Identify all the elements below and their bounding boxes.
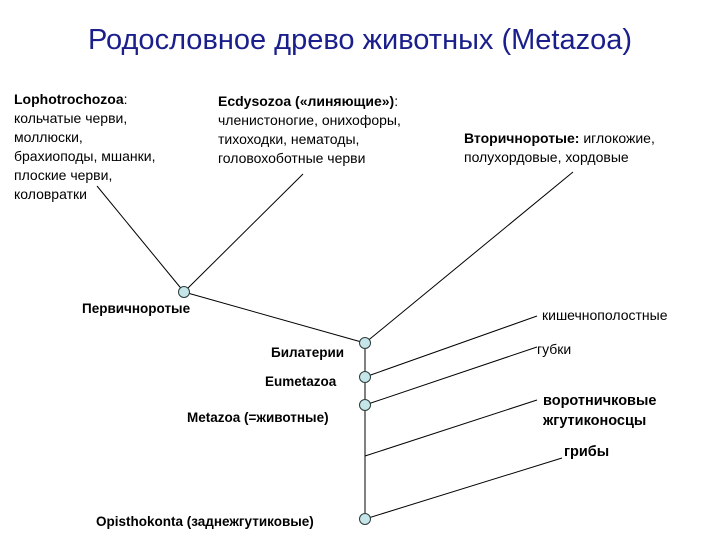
tip-label-choanoflagellates-line: жгутиконосцы [543,413,647,429]
group-lophotrochozoa-sep: : [123,91,128,107]
node-bilateria [359,337,371,349]
group-ecdysozoa-line: тихоходки, нематоды, [218,131,360,147]
branch-sponges [364,346,538,406]
group-deuterostomia-first-line: иглокожие, [579,130,655,146]
group-lophotrochozoa-line: коловратки [14,186,87,202]
branch-protostomia [183,291,366,344]
group-ecdysozoa-line: членистоногие, онихофоры, [218,112,401,128]
node-eumetazoa [359,371,371,383]
node-opisthokonta [359,513,371,525]
node-metazoa [359,399,371,411]
node-label-opisthokonta: Opisthokonta (заднежгутиковые) [96,514,314,529]
tip-label-choanoflagellates: воротничковые жгутиконосцы [543,391,656,431]
group-lophotrochozoa: Lophotrochozoa: кольчатые черви, моллюск… [14,90,155,204]
group-deuterostomia-line: полухордовые, хордовые [464,149,629,165]
node-label-bilateria: Билатерии [271,345,345,360]
tip-label-cnidaria: кишечнополостные [542,307,668,323]
node-label-eumetazoa: Eumetazoa [265,374,337,389]
branch-lophotrochozoa [96,185,185,293]
tip-label-sponges: губки [537,341,572,357]
tip-label-fungi: грибы [564,444,610,460]
branch-ecdysozoa [183,173,304,293]
tip-label-choanoflagellates-line: воротничковые [543,393,657,409]
group-ecdysozoa-sep: : [394,93,399,109]
group-lophotrochozoa-line: моллюски, [14,129,83,145]
group-lophotrochozoa-name: Lophotrochozoa [14,91,124,107]
branch-fungi [364,457,563,520]
node-label-metazoa: Metazoa (=животные) [187,410,329,425]
branch-cnidaria [364,315,538,378]
group-lophotrochozoa-line: брахиоподы, мшанки, [14,148,156,164]
group-lophotrochozoa-line: кольчатые черви, [14,110,128,126]
group-ecdysozoa: Ecdysozoa («линяющие»): членистоногие, о… [218,92,401,168]
group-deuterostomia: Вторичноротые: иглокожие, полухордовые, … [464,129,655,167]
group-ecdysozoa-line: головохоботные черви [218,150,366,166]
group-ecdysozoa-name: Ecdysozoa («линяющие») [218,93,395,109]
node-protostomia [178,286,190,298]
branch-choanoflagellates [364,399,538,457]
branch-deuterostomia [364,171,574,344]
diagram-title: Родословное древо животных (Metazoa) [87,24,633,56]
group-lophotrochozoa-line: плоские черви, [14,167,113,183]
group-deuterostomia-name: Вторичноротые: [464,130,580,146]
node-label-protostomia: Первичноротые [82,301,191,316]
